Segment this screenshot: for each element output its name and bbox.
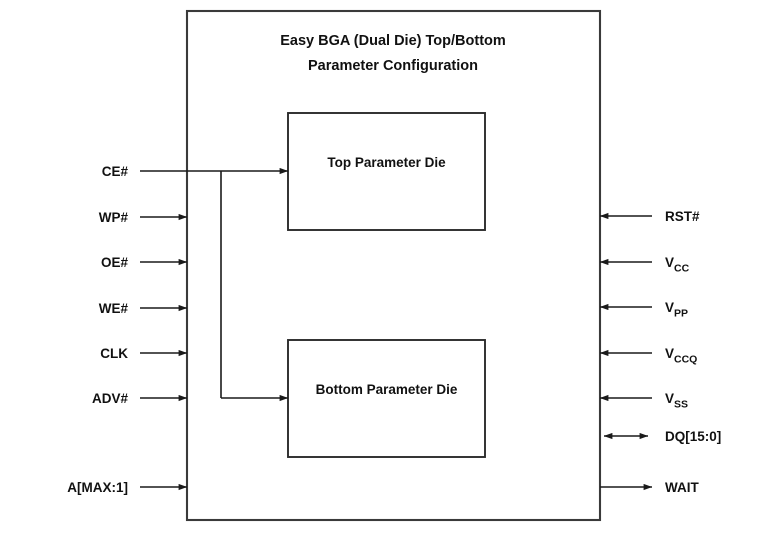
pin-label-rst: RST#: [665, 209, 700, 224]
pin-label-we: WE#: [99, 301, 129, 316]
pin-label-adv: ADV#: [92, 391, 129, 406]
pin-label-vss-base: V: [665, 391, 674, 406]
pin-label-vcc-base: V: [665, 255, 674, 270]
pin-label-oe: OE#: [101, 255, 129, 270]
pin-label-vss-sub: SS: [674, 399, 688, 411]
pin-label-vccq-base: V: [665, 346, 674, 361]
pin-label-vpp-sub: PP: [674, 308, 688, 320]
bottom-parameter-die-label: Bottom Parameter Die: [316, 382, 458, 397]
pin-label-wp: WP#: [99, 210, 129, 225]
pin-label-address-bus: A[MAX:1]: [67, 480, 128, 495]
pin-label-vcc: VCC: [665, 255, 690, 275]
pin-label-ce: CE#: [102, 164, 129, 179]
pin-label-vccq-sub: CCQ: [674, 354, 697, 366]
pin-label-dq-bus: DQ[15:0]: [665, 429, 721, 444]
top-parameter-die-box: [287, 112, 486, 231]
pin-label-vccq: VCCQ: [665, 346, 697, 366]
pin-label-wait: WAIT: [665, 480, 699, 495]
pin-label-clk: CLK: [100, 346, 128, 361]
pin-label-vss: VSS: [665, 391, 688, 411]
diagram-title-line-1: Easy BGA (Dual Die) Top/Bottom: [280, 33, 506, 49]
pin-label-vpp-base: V: [665, 300, 674, 315]
pin-label-vpp: VPP: [665, 300, 688, 320]
top-parameter-die-label: Top Parameter Die: [327, 155, 446, 170]
bottom-parameter-die-box: [287, 339, 486, 458]
pin-label-vcc-sub: CC: [674, 263, 690, 275]
diagram-title-line-2: Parameter Configuration: [308, 58, 478, 74]
